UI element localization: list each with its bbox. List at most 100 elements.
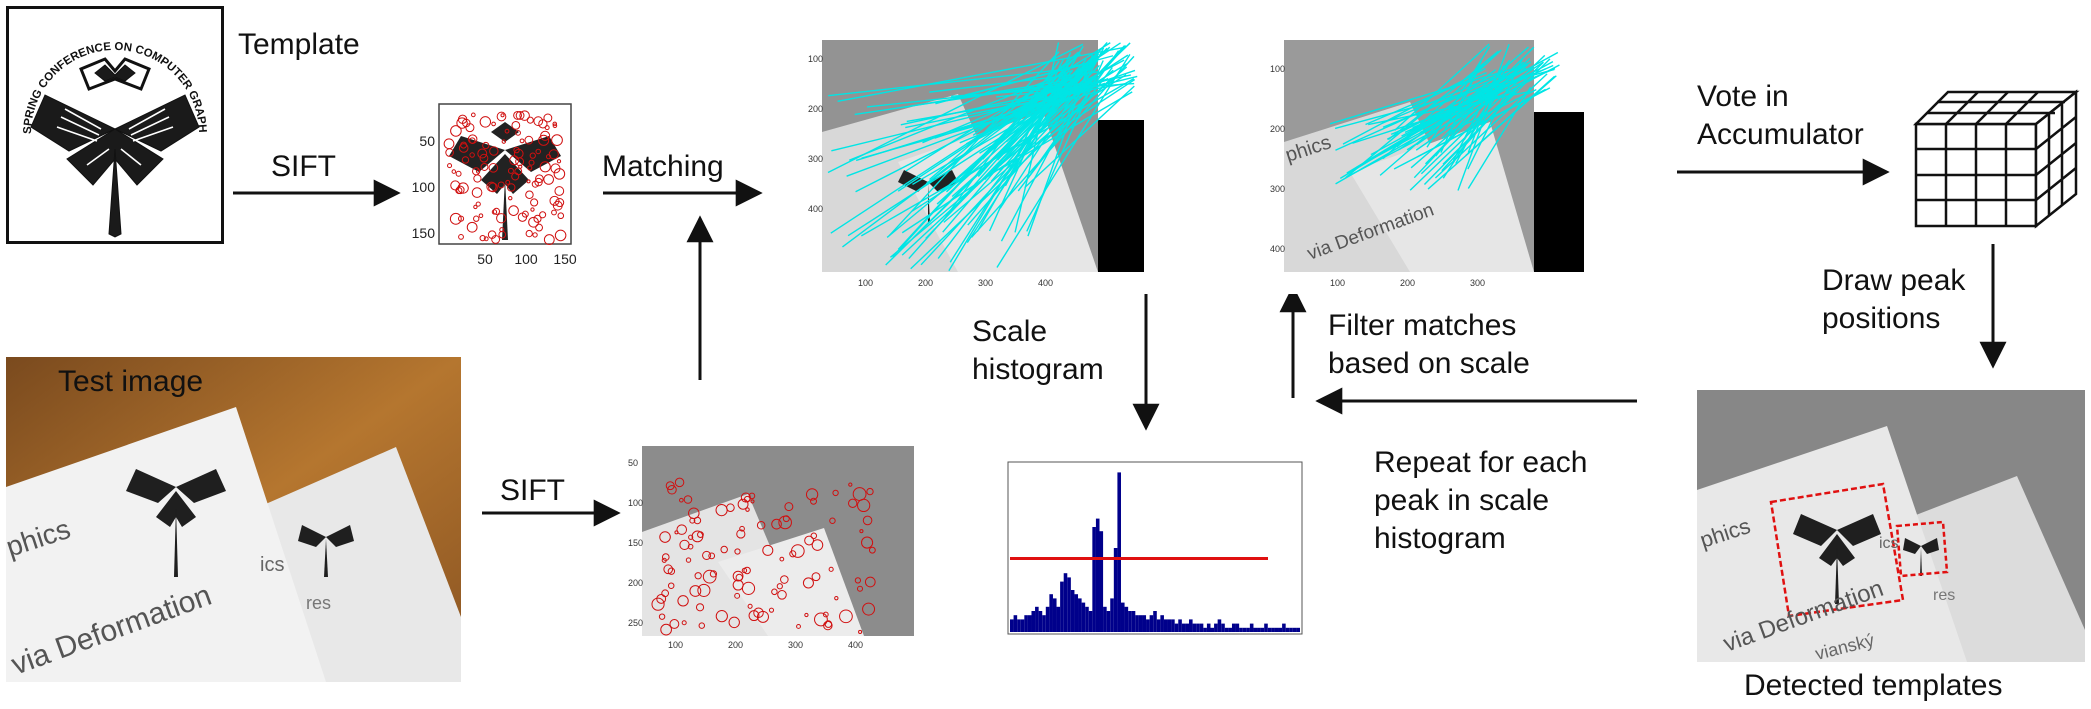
- keypoint-marker: [685, 557, 692, 563]
- histogram-bar: [1153, 611, 1157, 632]
- label-vote: Vote in Accumulator: [1697, 78, 1864, 154]
- histogram-bar: [1035, 606, 1039, 632]
- match-line: [935, 55, 1114, 105]
- keypoint-marker: [782, 515, 790, 523]
- histogram-bar: [1013, 615, 1018, 632]
- keypoint-marker: [461, 156, 470, 164]
- keypoint-marker: [473, 215, 480, 222]
- keypoint-marker: [545, 154, 552, 160]
- keypoint-marker: [525, 190, 534, 200]
- keypoint-marker: [549, 195, 560, 206]
- keypoint-marker: [466, 221, 478, 233]
- svg-text:300: 300: [788, 640, 803, 650]
- histogram-bar: [1167, 619, 1172, 632]
- keypoint-marker: [780, 575, 789, 584]
- keypoint-marker: [810, 497, 817, 505]
- match-line: [1427, 75, 1557, 190]
- keypoint-marker: [519, 138, 525, 144]
- histogram-bar: [1217, 619, 1222, 632]
- histogram-bar: [1239, 627, 1243, 632]
- keypoint-marker: [489, 146, 499, 156]
- svg-text:100: 100: [1330, 278, 1345, 288]
- keypoint-marker: [689, 517, 696, 524]
- match-line: [1415, 91, 1502, 151]
- match-line: [925, 64, 1092, 240]
- keypoint-marker: [548, 149, 559, 160]
- keypoint-marker: [862, 602, 876, 616]
- match-line: [1467, 44, 1510, 153]
- match-line: [842, 81, 1064, 248]
- sift-keypoints-plot: 50 100 150 50 100 150: [405, 98, 577, 278]
- histogram-bar: [1260, 627, 1265, 632]
- keypoint-marker: [715, 610, 728, 623]
- match-line: [1329, 68, 1511, 125]
- histogram-bar: [1285, 627, 1290, 632]
- keypoint-marker: [491, 121, 496, 127]
- histogram-bar: [1192, 623, 1197, 632]
- keypoint-marker: [804, 535, 815, 546]
- label-scale-histogram: Scale histogram: [972, 313, 1104, 389]
- label-repeat-line1: Repeat for each: [1374, 446, 1588, 479]
- histogram-bar: [1264, 623, 1268, 632]
- svg-text:300: 300: [808, 154, 823, 164]
- histogram-bar: [1156, 619, 1161, 632]
- match-line: [831, 75, 1138, 152]
- keypoint-marker: [460, 141, 468, 149]
- keypoint-marker: [811, 572, 821, 582]
- keypoint-marker: [509, 155, 520, 166]
- keypoint-marker: [513, 146, 520, 154]
- match-line: [912, 78, 1094, 186]
- keypoint-marker: [659, 531, 671, 543]
- histogram-bar: [1221, 623, 1225, 632]
- histogram-bar: [1138, 615, 1143, 632]
- keypoint-marker: [480, 162, 489, 171]
- label-draw-peak: Draw peak positions: [1822, 262, 1965, 338]
- keypoint-marker: [728, 616, 740, 629]
- keypoint-marker: [492, 207, 501, 215]
- keypoint-marker: [862, 515, 873, 526]
- keypoint-marker: [508, 205, 519, 216]
- keypoint-marker: [859, 529, 864, 534]
- svg-text:200: 200: [728, 640, 743, 650]
- keypoint-marker: [864, 576, 876, 588]
- histogram-bars: [1010, 472, 1300, 632]
- keypoint-marker: [811, 539, 824, 551]
- keypoint-marker: [533, 116, 544, 127]
- keypoint-marker: [553, 168, 566, 180]
- match-line: [1386, 75, 1509, 140]
- keypoint-marker: [779, 556, 785, 562]
- histogram-bar: [1149, 615, 1154, 632]
- keypoint-marker: [488, 182, 498, 193]
- keypoint-marker: [676, 524, 688, 535]
- histogram-bar: [1052, 598, 1057, 632]
- keypoint-marker: [697, 531, 704, 538]
- svg-text:100: 100: [668, 640, 683, 650]
- svg-text:250: 250: [628, 618, 643, 628]
- keypoint-marker: [539, 161, 551, 173]
- histogram-bar: [1078, 598, 1082, 632]
- keypoint-marker: [514, 167, 523, 176]
- keypoint-marker: [519, 110, 530, 121]
- keypoint-marker: [535, 174, 544, 184]
- match-line: [1420, 54, 1546, 175]
- match-line: [1467, 86, 1532, 189]
- keypoint-marker: [695, 603, 705, 612]
- keypoint-marker: [515, 130, 521, 136]
- match-line: [911, 74, 1127, 212]
- label-sift-top: SIFT: [271, 150, 336, 183]
- keypoint-marker: [735, 573, 744, 582]
- histogram-bar: [1146, 619, 1150, 632]
- keypoint-marker: [715, 504, 728, 517]
- keypoint-marker: [823, 620, 833, 631]
- keypoint-marker: [507, 167, 514, 174]
- keypoint-marker: [551, 134, 563, 147]
- histogram-bar: [1031, 611, 1036, 632]
- keypoint-marker: [839, 609, 853, 624]
- keypoint-marker: [535, 223, 543, 232]
- svg-text:400: 400: [808, 204, 823, 214]
- histogram-bar: [1242, 627, 1247, 632]
- histogram-bar: [1257, 627, 1261, 632]
- keypoint-marker: [743, 566, 751, 575]
- histogram-bar: [1278, 627, 1283, 632]
